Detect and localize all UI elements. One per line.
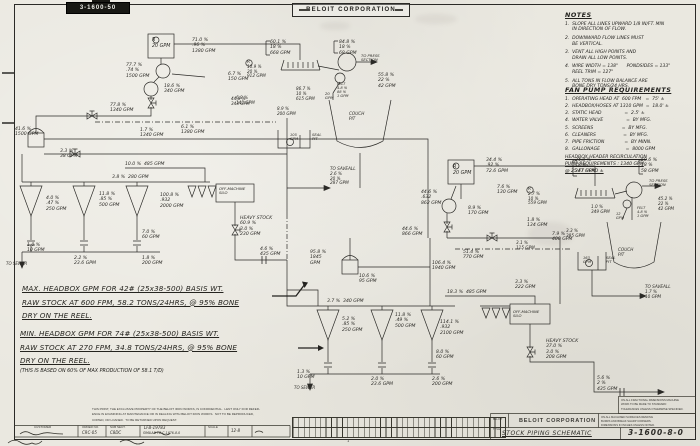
fan-item: 4. WATER VALVE = BY MFG.	[565, 118, 652, 124]
off-machine-silo-1	[215, 183, 255, 203]
fan-item: 3. STATIC HEAD = 2.5' ±	[565, 111, 645, 116]
cleaner-triangle	[420, 309, 444, 342]
revision-grid	[292, 417, 506, 438]
fan-pump-list: 1. OPERATING HEAD AT 600 FPM = 75' ±2. H…	[565, 97, 697, 154]
anno-line: RAW STOCK AT 270 FPM, 34.8 TONS/24HRS, @…	[20, 342, 238, 352]
machine2-piping	[287, 159, 665, 397]
flow-arrow	[323, 184, 331, 192]
flow-arrow	[639, 292, 647, 300]
drawing-number-stamp: 3-1600-50	[66, 2, 130, 14]
fan-pump-title: FAN PUMP REQUIREMENTS	[565, 86, 672, 94]
scan-smudge	[528, 222, 574, 246]
cleaner-triangle	[370, 309, 394, 342]
company-header-box: BELOIT CORPORATION	[292, 3, 410, 17]
fan-item: 8. GALLONAGE = 8000 GPM	[565, 147, 656, 153]
fan-footer-line: HEADBOX HEADER RECIRCULATION	[565, 154, 647, 160]
anno-line: RAW STOCK AT 600 FPM, 58.2 TONS/24HRS, @…	[22, 297, 240, 307]
cleaner-triangle	[125, 185, 149, 218]
cleaner-circle-3	[441, 198, 457, 214]
min-headbox-note: (THIS IS BASED ON 60% OF MAX PRODUCTION …	[20, 369, 164, 375]
handwriting-scrawl	[7, 430, 264, 445]
fan-item: 7. PIPE FRICTION = BY MINN.	[565, 140, 652, 145]
note-item: 3. VENT ALL HIGH POINTS AND DRAIN ALL LO…	[565, 50, 637, 61]
notes-title: NOTES	[565, 11, 592, 19]
anno-line: MIN. HEADBOX GPM FOR 74# (25x38-500) BAS…	[20, 329, 220, 338]
off-machine-silo-2	[509, 303, 551, 325]
seal-pit-2	[577, 252, 607, 271]
anno-line: DRY ON THE REEL.	[22, 311, 92, 321]
scan-smudge	[320, 22, 350, 30]
note-item: 2. DOWNWARD FLOW LINES MUST BE VERTICAL.	[565, 35, 644, 47]
note-item: 4. WIRE WIDTH = 138" PONDSIDES = 133" RE…	[565, 64, 671, 76]
fan-item: 6. CLEANERS = BY MFG.	[565, 132, 649, 138]
flow-arrow	[657, 388, 665, 396]
pump-vessel-1	[27, 132, 45, 148]
pump-vessel-2	[341, 259, 359, 275]
flow-arrow	[18, 261, 26, 269]
fan-item: 1. OPERATING HEAD AT 600 FPM = 75' ±	[565, 96, 665, 102]
fan-item: 5. SCREENS = BY MFG.	[565, 125, 648, 131]
cleaner-triangle	[19, 185, 43, 218]
anno-line: MAX. HEADBOX GPM FOR 42# (25x38-500) BAS…	[22, 284, 224, 293]
anno-line: DRY ON THE REEL.	[20, 356, 90, 366]
stock-pump-box-2	[447, 159, 475, 185]
flow-arrow	[306, 383, 314, 391]
couch-roll-1	[337, 52, 357, 72]
scan-smudge	[415, 14, 457, 24]
seal-pit-1	[277, 130, 311, 149]
machine1-piping	[18, 33, 429, 307]
cleaner-circle-1	[155, 63, 171, 79]
fan-item: 2. HEADBOX/HOSES AT 1310 GPM = 18.0' ±	[565, 103, 669, 109]
couch-roll-2	[625, 181, 643, 199]
notes-list: 1. SLOPE ALL LINES UPWARD 1/8 IN/FT. MIN…	[565, 22, 696, 91]
notes-section: NOTES 1. SLOPE ALL LINES UPWARD 1/8 IN/F…	[565, 11, 696, 93]
headbox-symbol-1	[280, 59, 321, 71]
min-headbox-annotation: MIN. HEADBOX GPM FOR 74# (25x38-500) BAS…	[20, 327, 292, 376]
fan-pump-section: FAN PUMP REQUIREMENTS 1. OPERATING HEAD …	[565, 86, 697, 176]
flow-arrow	[370, 58, 378, 66]
cleaner-triangle	[316, 309, 340, 342]
fan-footer-line: @ 25 FT HEAD ±	[565, 169, 604, 175]
sheet-frame	[2, 4, 696, 440]
annotation-arrows	[272, 281, 324, 351]
max-headbox-annotation: MAX. HEADBOX GPM FOR 42# (25x38-500) BAS…	[22, 282, 294, 323]
note-item: 1. SLOPE ALL LINES UPWARD 1/8 IN/FT. MIN…	[565, 21, 665, 33]
cleaner-triangle	[72, 185, 96, 218]
stock-pump-box-1	[147, 33, 175, 59]
couch-pit-1	[328, 99, 392, 148]
stamp-tab	[92, 0, 110, 3]
fan-footer-line: PUMP REQUIREMENTS : 1340 GPM	[565, 161, 644, 167]
cleaner-circle-2	[143, 81, 159, 97]
flow-arrow	[654, 182, 662, 190]
couch-pit-2	[606, 221, 662, 269]
headbox-symbol-2	[574, 187, 616, 199]
note-item: 5. ALL TONS IN FLOW BALANCE ARE BONE DRY…	[565, 78, 648, 90]
